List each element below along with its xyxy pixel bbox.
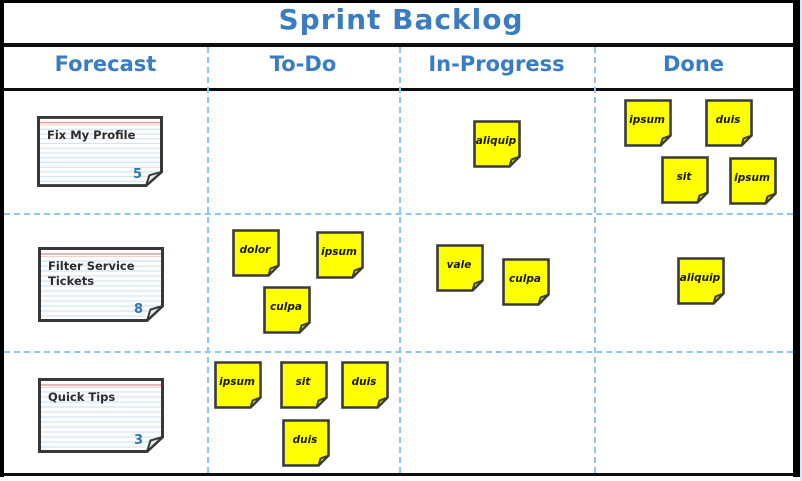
sticky-note-shape [661, 156, 709, 204]
frame-edge-sliver [800, 0, 802, 481]
sticky-note[interactable]: culpa [502, 258, 550, 306]
column-header-forecast: Forecast [54, 52, 157, 76]
sticky-note-label: culpa [509, 272, 541, 285]
card-story-points: 5 [132, 167, 142, 182]
sticky-note-label: culpa [270, 300, 302, 313]
sticky-note-shape [232, 229, 280, 277]
sticky-note[interactable]: ipsum [316, 231, 364, 279]
sticky-note-shape [280, 361, 328, 409]
sticky-note-shape [214, 361, 262, 409]
card-title: Quick Tips [48, 390, 116, 404]
card-story-points: 8 [133, 302, 143, 317]
story-card[interactable]: Fix My Profile 5 [37, 116, 163, 187]
sticky-note[interactable]: duis [341, 361, 389, 409]
sticky-note-shape [316, 231, 364, 279]
index-card-shape [38, 378, 164, 453]
index-card-shape [37, 116, 163, 187]
sticky-note[interactable]: vale [436, 244, 484, 292]
sticky-note-label: ipsum [219, 375, 255, 388]
sticky-note-label: duis [292, 433, 318, 446]
sticky-note-label: dolor [239, 243, 271, 256]
sticky-note-shape [473, 120, 521, 168]
frame-left [0, 0, 4, 477]
sticky-note[interactable]: ipsum [624, 99, 672, 147]
sticky-note-label: aliquip [679, 271, 721, 284]
row-separator [4, 213, 793, 215]
row-separator [4, 351, 793, 353]
divider-under-title [4, 43, 793, 47]
sticky-note-label: ipsum [321, 245, 357, 258]
story-card[interactable]: Filter Service Tickets 8 [38, 247, 164, 322]
sticky-note-label: duis [351, 375, 377, 388]
column-header-todo: To-Do [269, 52, 337, 76]
sticky-note-label: duis [715, 113, 741, 126]
sticky-note[interactable]: ipsum [214, 361, 262, 409]
sticky-note-label: ipsum [629, 113, 665, 126]
sticky-note[interactable]: culpa [263, 286, 311, 334]
divider-under-headers [4, 88, 793, 91]
story-card[interactable]: Quick Tips 3 [38, 378, 164, 453]
sticky-note-shape [282, 419, 330, 467]
sticky-note-shape [729, 157, 777, 205]
frame-right [793, 0, 800, 477]
card-title: Fix My Profile [47, 128, 136, 142]
column-separator [594, 47, 596, 473]
frame-top [0, 0, 802, 3]
sticky-note-shape [624, 99, 672, 147]
board-title: Sprint Backlog [278, 3, 524, 36]
sticky-note-shape [677, 257, 725, 305]
sticky-note-shape [502, 258, 550, 306]
sticky-note[interactable]: aliquip [473, 120, 521, 168]
sticky-note-shape [436, 244, 484, 292]
sticky-note[interactable]: sit [280, 361, 328, 409]
sticky-note-label: ipsum [734, 171, 770, 184]
sticky-note-shape [263, 286, 311, 334]
column-separator [399, 47, 401, 473]
sticky-note[interactable]: aliquip [677, 257, 725, 305]
card-story-points: 3 [133, 433, 143, 448]
sticky-note[interactable]: duis [282, 419, 330, 467]
column-header-inprogress: In-Progress [428, 52, 565, 76]
card-title: Filter Service Tickets [48, 259, 135, 288]
sticky-note-label: aliquip [475, 134, 517, 147]
sticky-note-label: sit [676, 170, 692, 183]
sticky-note[interactable]: sit [661, 156, 709, 204]
sticky-note-label: sit [295, 375, 311, 388]
sticky-note[interactable]: ipsum [729, 157, 777, 205]
column-header-done: Done [662, 52, 725, 76]
index-card-shape [38, 247, 164, 322]
sticky-note-label: vale [446, 258, 472, 271]
sticky-note[interactable]: dolor [232, 229, 280, 277]
divider-bottom [4, 473, 793, 476]
sticky-note[interactable]: duis [705, 99, 753, 147]
column-separator [207, 47, 209, 473]
sticky-note-shape [705, 99, 753, 147]
sticky-note-shape [341, 361, 389, 409]
